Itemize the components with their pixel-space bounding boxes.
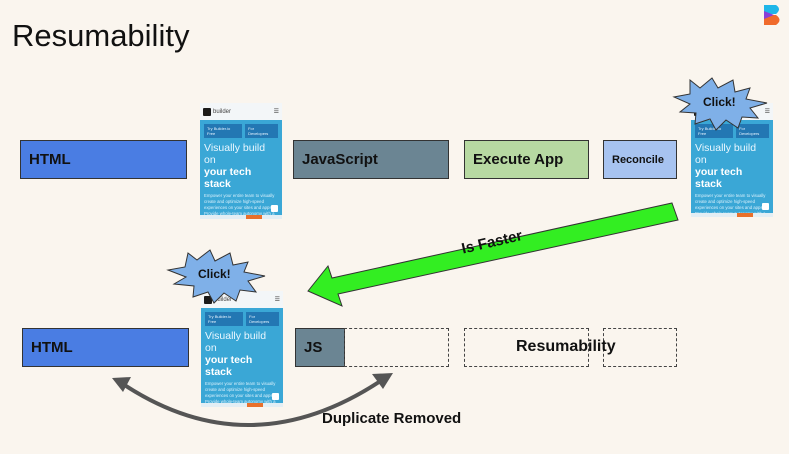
click-label-row2: Click! <box>198 267 231 281</box>
chat-icon <box>271 205 278 212</box>
thumb-headline-bold: your tech stack <box>695 166 743 190</box>
thumb-footer <box>691 213 773 217</box>
click-burst-row2 <box>166 249 266 304</box>
row1-html-box: HTML <box>20 140 187 179</box>
menu-icon: ☰ <box>274 297 280 303</box>
resumability-label: Resumability <box>516 338 616 355</box>
chat-icon <box>762 203 769 210</box>
row2-js-label: JS <box>304 339 323 356</box>
duplicate-removed-label: Duplicate Removed <box>322 410 462 427</box>
duplicate-arrowhead-left <box>112 377 131 392</box>
click-label-row1: Click! <box>703 95 736 109</box>
thumb-btn-primary: Try Builder.io Free <box>204 124 243 138</box>
duplicate-removed-curve <box>118 376 387 427</box>
thumb-btn-secondary: For Developers <box>245 124 278 138</box>
row1-html-label: HTML <box>29 151 71 168</box>
page-title: Resumability <box>12 18 190 53</box>
row1-reconcile-label: Reconcile <box>612 153 664 166</box>
row1-execute-label: Execute App <box>473 151 564 168</box>
menu-icon: ☰ <box>273 109 279 115</box>
builder-logo-icon <box>764 5 780 25</box>
row2-removed-reconcile-placeholder <box>603 328 677 367</box>
thumb-btn-primary: Try Builder.io Free <box>205 312 244 326</box>
row2-removed-js-placeholder <box>344 328 449 367</box>
row1-javascript-box: JavaScript <box>293 140 449 179</box>
click-burst-row1 <box>672 77 768 131</box>
thumb-headline: Visually build on <box>204 142 266 166</box>
row2-removed-execute-placeholder <box>464 328 589 367</box>
thumb-headline-bold: your tech stack <box>205 354 253 378</box>
row1-execute-box: Execute App <box>464 140 589 179</box>
thumb-headline: Visually build on <box>205 330 267 354</box>
duplicate-arrowhead-right <box>372 373 393 389</box>
thumb-btn-secondary: For Developers <box>246 312 279 326</box>
row1-reconcile-box: Reconcile <box>603 140 677 179</box>
row2-html-label: HTML <box>31 339 73 356</box>
thumb-btn-primary: Try Builder.io Free <box>695 124 734 138</box>
chat-icon <box>272 393 279 400</box>
builder-mark-icon <box>203 107 211 116</box>
thumb-headline: Visually build on <box>695 142 757 166</box>
thumb-brand: builder <box>213 108 232 115</box>
thumb-footer <box>200 215 282 219</box>
thumb-headline-bold: your tech stack <box>204 166 252 190</box>
thumb-btn-secondary: For Developers <box>736 124 769 138</box>
row1-javascript-label: JavaScript <box>302 151 378 168</box>
thumb-brand: builder <box>214 296 233 303</box>
builder-mark-icon <box>204 295 212 304</box>
is-faster-arrow <box>307 202 679 307</box>
row2-html-box: HTML <box>22 328 189 367</box>
thumb-footer <box>201 403 283 407</box>
menu-icon: ☰ <box>764 109 770 115</box>
